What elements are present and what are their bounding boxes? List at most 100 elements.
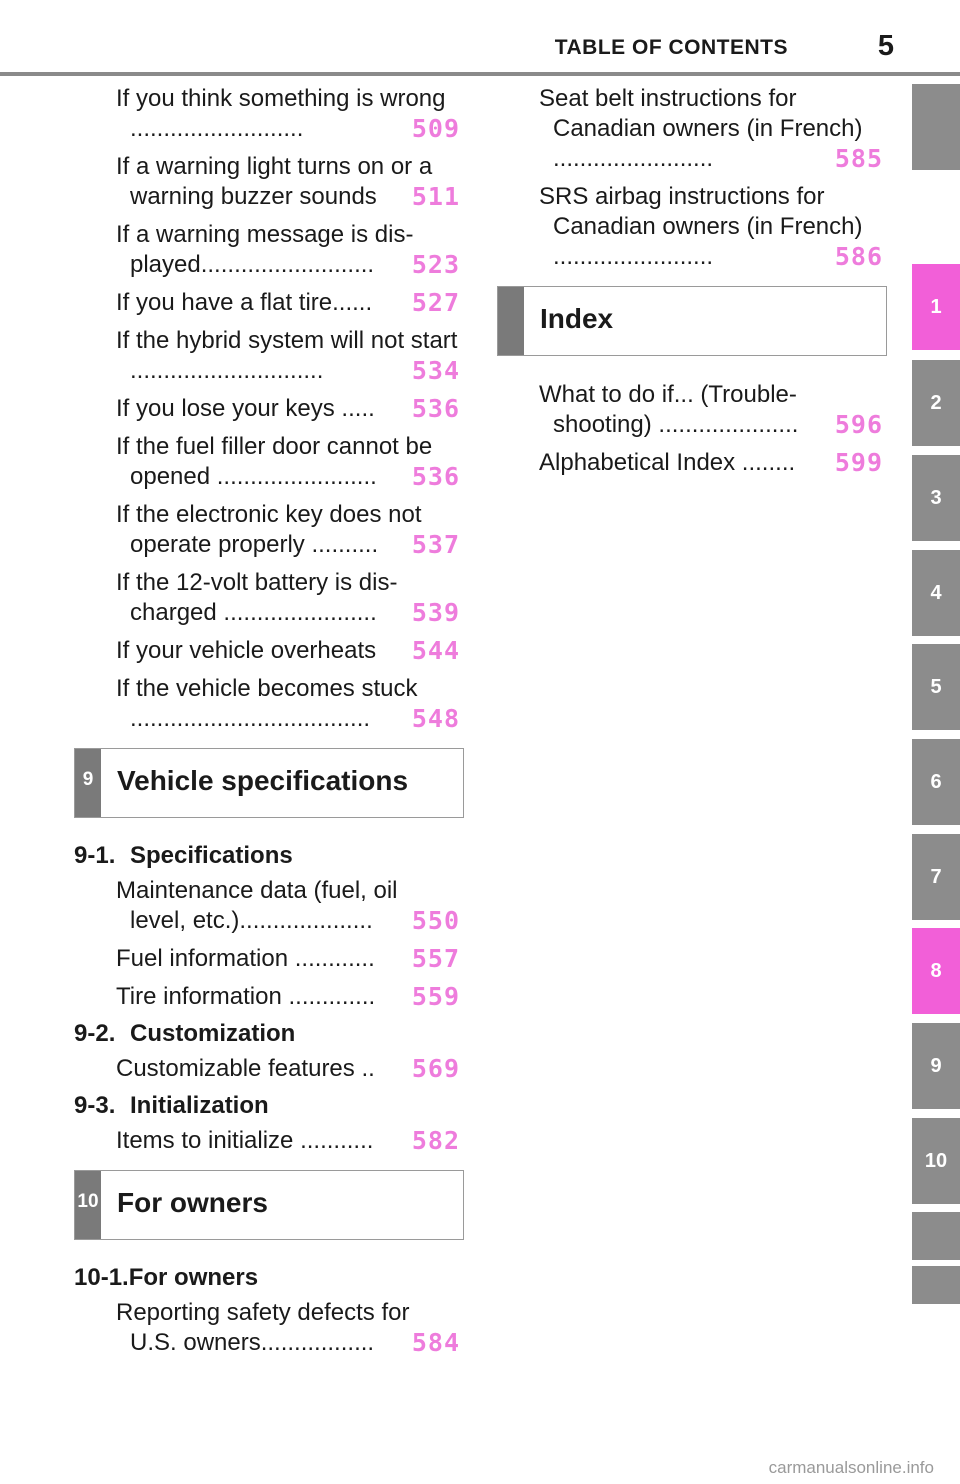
left-column: If you think something is wrong ........… — [74, 84, 466, 1366]
subsection-number: 9-2. — [74, 1020, 116, 1047]
chapter-tab-2[interactable]: 2 — [912, 360, 960, 446]
chapter-tab-blank-a[interactable] — [912, 1212, 960, 1260]
toc-page-link[interactable]: 534 — [411, 356, 460, 385]
header-divider — [0, 72, 960, 76]
toc-entry[interactable]: SRS airbag instructions for Canadian own… — [497, 182, 889, 272]
toc-entry-label: Seat belt instructions for Canadian owne… — [539, 85, 863, 172]
chapter-tab-blank-top[interactable] — [912, 84, 960, 170]
toc-entry[interactable]: Tire information ............. 559 — [74, 982, 466, 1012]
toc-entry[interactable]: If your vehicle overheats 544 — [74, 636, 466, 666]
toc-page-link[interactable]: 536 — [411, 394, 460, 423]
subsection-title: Initialization — [130, 1092, 269, 1119]
right-column: Seat belt instructions for Canadian owne… — [497, 84, 889, 486]
toc-page-link[interactable]: 537 — [411, 530, 460, 559]
toc-page-link[interactable]: 527 — [411, 288, 460, 317]
toc-page-link[interactable]: 557 — [411, 944, 460, 973]
subsection-heading: 10-1.For owners — [74, 1264, 466, 1292]
toc-entry-label: If you think something is wrong ........… — [116, 85, 446, 142]
toc-entry-label: Fuel information ............ — [116, 945, 375, 972]
toc-page-link[interactable]: 569 — [411, 1054, 460, 1083]
toc-entry[interactable]: If the electronic key does not operate p… — [74, 500, 466, 560]
toc-page-link[interactable]: 586 — [834, 242, 883, 271]
section-header-vehicle-specifications: 9 Vehicle specifications — [74, 748, 464, 818]
toc-entry[interactable]: If a warning message is dis-played......… — [74, 220, 466, 280]
toc-page-link[interactable]: 582 — [411, 1126, 460, 1155]
toc-page-link[interactable]: 596 — [834, 410, 883, 439]
toc-entry-label: If you lose your keys ..... — [116, 395, 375, 422]
toc-entry[interactable]: Items to initialize ........... 582 — [74, 1126, 466, 1156]
subsection-heading: 9-3. Initialization — [74, 1092, 466, 1120]
toc-entry[interactable]: Fuel information ............ 557 — [74, 944, 466, 974]
toc-entry-label: If you have a flat tire...... — [116, 289, 373, 316]
section-title: For owners — [117, 1187, 268, 1218]
toc-page-link[interactable]: 509 — [411, 114, 460, 143]
watermark: carmanualsonline.info — [768, 1458, 934, 1477]
subsection-title: Customization — [130, 1020, 296, 1047]
toc-entry-label: If the fuel filler door cannot be opened… — [116, 433, 433, 490]
toc-page-link[interactable]: 599 — [834, 448, 883, 477]
section-title: Index — [540, 303, 614, 334]
toc-entry-label: Reporting safety defects for U.S. owners… — [116, 1299, 410, 1356]
toc-entry[interactable]: If the vehicle becomes stuck ...........… — [74, 674, 466, 734]
page-header: TABLE OF CONTENTS 5 — [0, 0, 960, 78]
toc-entry[interactable]: Seat belt instructions for Canadian owne… — [497, 84, 889, 174]
chapter-tab-10[interactable]: 10 — [912, 1118, 960, 1204]
toc-page-link[interactable]: 539 — [411, 598, 460, 627]
section-number-box — [75, 1171, 101, 1239]
toc-page-link[interactable]: 548 — [411, 704, 460, 733]
toc-page-link[interactable]: 536 — [411, 462, 460, 491]
section-title: Vehicle specifications — [117, 765, 409, 796]
toc-entry-label: If your vehicle overheats — [116, 637, 377, 664]
toc-entry-label: If the vehicle becomes stuck ...........… — [116, 675, 418, 732]
toc-entry[interactable]: If the fuel filler door cannot be opened… — [74, 432, 466, 492]
toc-entry-label: If a warning message is dis-played......… — [116, 221, 414, 278]
toc-entry[interactable]: If you lose your keys ..... 536 — [74, 394, 466, 424]
toc-entry[interactable]: If a warning light turns on or a warning… — [74, 152, 466, 212]
toc-page-link[interactable]: 523 — [411, 250, 460, 279]
chapter-tab-4[interactable]: 4 — [912, 550, 960, 636]
toc-entry[interactable]: Reporting safety defects for U.S. owners… — [74, 1298, 466, 1358]
chapter-tab-1[interactable]: 1 — [912, 264, 960, 350]
page-number: 5 — [877, 30, 894, 62]
toc-entry-label: If the hybrid system will not start ....… — [116, 327, 458, 384]
toc-entry[interactable]: If you think something is wrong ........… — [74, 84, 466, 144]
toc-entry-label: What to do if... (Trouble-shooting) ....… — [539, 381, 799, 438]
toc-entry-label: Tire information ............. — [116, 983, 376, 1010]
toc-page-link[interactable]: 559 — [411, 982, 460, 1011]
toc-entry-label: Items to initialize ........... — [116, 1127, 374, 1154]
chapter-tab-8[interactable]: 8 — [912, 928, 960, 1014]
subsection-title: Specifications — [130, 842, 293, 869]
section-number: 10 — [77, 1191, 99, 1212]
section-header-for-owners: 10 For owners — [74, 1170, 464, 1240]
subsection-heading: 9-2. Customization — [74, 1020, 466, 1048]
chapter-tab-blank-b[interactable] — [912, 1266, 960, 1304]
toc-entry[interactable]: If you have a flat tire...... 527 — [74, 288, 466, 318]
toc-page-link[interactable]: 584 — [411, 1328, 460, 1357]
subsection-number: 9-3. — [74, 1092, 116, 1119]
toc-entry[interactable]: If the 12-volt battery is dis-charged ..… — [74, 568, 466, 628]
section-header-index: Index — [497, 286, 887, 356]
toc-entry-label: If the 12-volt battery is dis-charged ..… — [116, 569, 398, 626]
toc-page-link[interactable]: 550 — [411, 906, 460, 935]
toc-entry-label: If a warning light turns on or a warning… — [116, 153, 433, 210]
chapter-tab-5[interactable]: 5 — [912, 644, 960, 730]
toc-page-link[interactable]: 511 — [411, 182, 460, 211]
subsection-heading: 9-1.Specifications — [74, 842, 466, 870]
chapter-tab-6[interactable]: 6 — [912, 739, 960, 825]
toc-page-link[interactable]: 544 — [411, 636, 460, 665]
toc-entry[interactable]: If the hybrid system will not start ....… — [74, 326, 466, 386]
toc-entry[interactable]: Customizable features .. 569 — [74, 1054, 466, 1084]
subsection-number: 10-1. — [74, 1264, 129, 1291]
toc-entry-label: Customizable features .. — [116, 1055, 375, 1082]
subsection-title: For owners — [128, 1264, 259, 1291]
chapter-tab-3[interactable]: 3 — [912, 455, 960, 541]
toc-entry-label: Alphabetical Index ........ — [539, 449, 796, 476]
toc-entry[interactable]: Maintenance data (fuel, oil level, etc.)… — [74, 876, 466, 936]
section-number-box — [75, 749, 101, 817]
toc-page-link[interactable]: 585 — [834, 144, 883, 173]
toc-entry[interactable]: What to do if... (Trouble-shooting) ....… — [497, 380, 889, 440]
header-title: TABLE OF CONTENTS — [554, 36, 788, 59]
toc-entry[interactable]: Alphabetical Index ........ 599 — [497, 448, 889, 478]
chapter-tab-9[interactable]: 9 — [912, 1023, 960, 1109]
chapter-tab-7[interactable]: 7 — [912, 834, 960, 920]
